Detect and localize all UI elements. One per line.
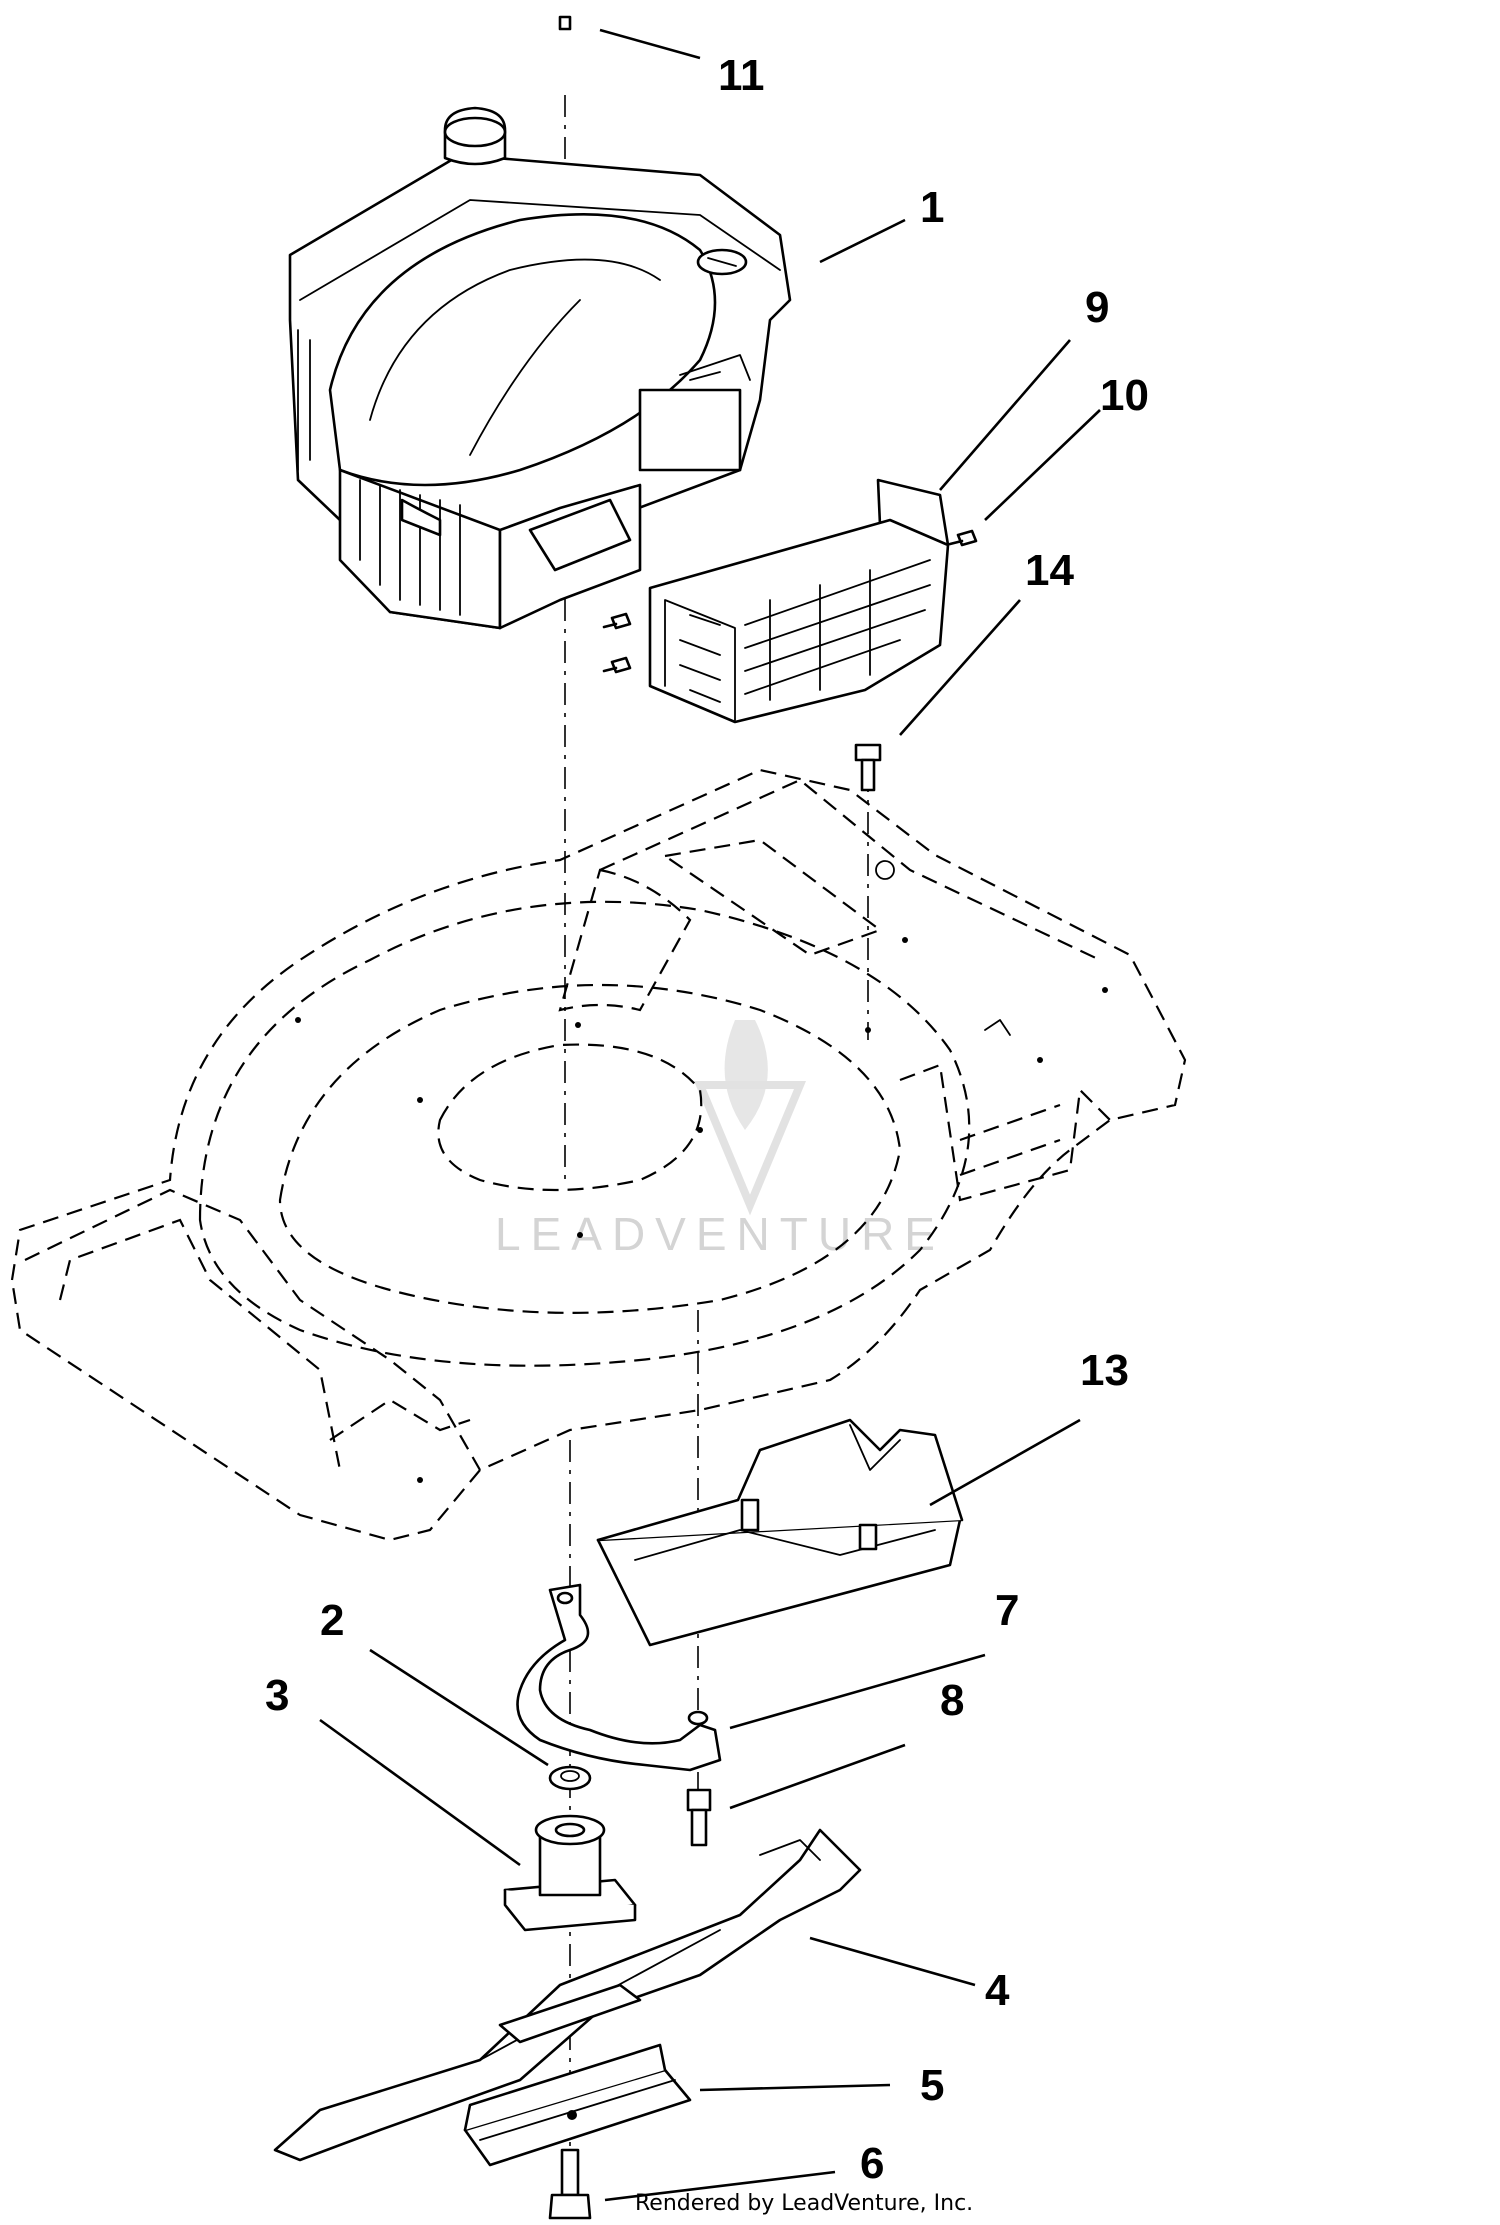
callout-9: 9 [1085, 283, 1109, 332]
part-8-bolt [686, 1788, 712, 1847]
part-11-screw [558, 15, 572, 31]
callout-1: 1 [920, 183, 944, 232]
callout-6: 6 [860, 2139, 884, 2188]
callout-numbers: 11 1 9 10 14 13 2 7 3 8 4 5 6 [265, 51, 1149, 2188]
part-3-blade-adapter [503, 1814, 637, 1932]
leader-lines [319, 28, 1101, 2202]
part-10-cover-screws [602, 529, 978, 674]
callout-4: 4 [985, 1966, 1010, 2015]
part-13-baffle [596, 1418, 964, 1647]
part-5-stiffener [463, 2043, 692, 2167]
render-credit: Rendered by LeadVenture, Inc. [635, 2191, 973, 2216]
callout-3: 3 [265, 1671, 289, 1720]
callout-10: 10 [1100, 371, 1149, 420]
callout-2: 2 [320, 1596, 344, 1645]
mower-deck [10, 768, 1187, 1542]
part-4-blade [273, 1828, 862, 2162]
part-14-bolt [854, 743, 882, 792]
part-6-blade-bolt [548, 2148, 592, 2220]
callout-8: 8 [940, 1676, 964, 1725]
callout-13: 13 [1080, 1346, 1129, 1395]
callout-14: 14 [1025, 546, 1074, 595]
callout-11: 11 [718, 51, 765, 100]
leadventure-watermark: LEADVENTURE [495, 1020, 945, 1260]
callout-7: 7 [995, 1586, 1019, 1635]
part-1-engine [288, 106, 792, 630]
watermark-text: LEADVENTURE [495, 1208, 945, 1260]
part-2-washer [548, 1765, 592, 1791]
callout-5: 5 [920, 2061, 944, 2110]
part-9-blower-cover [648, 478, 950, 724]
part-7-bracket [516, 1583, 722, 1772]
